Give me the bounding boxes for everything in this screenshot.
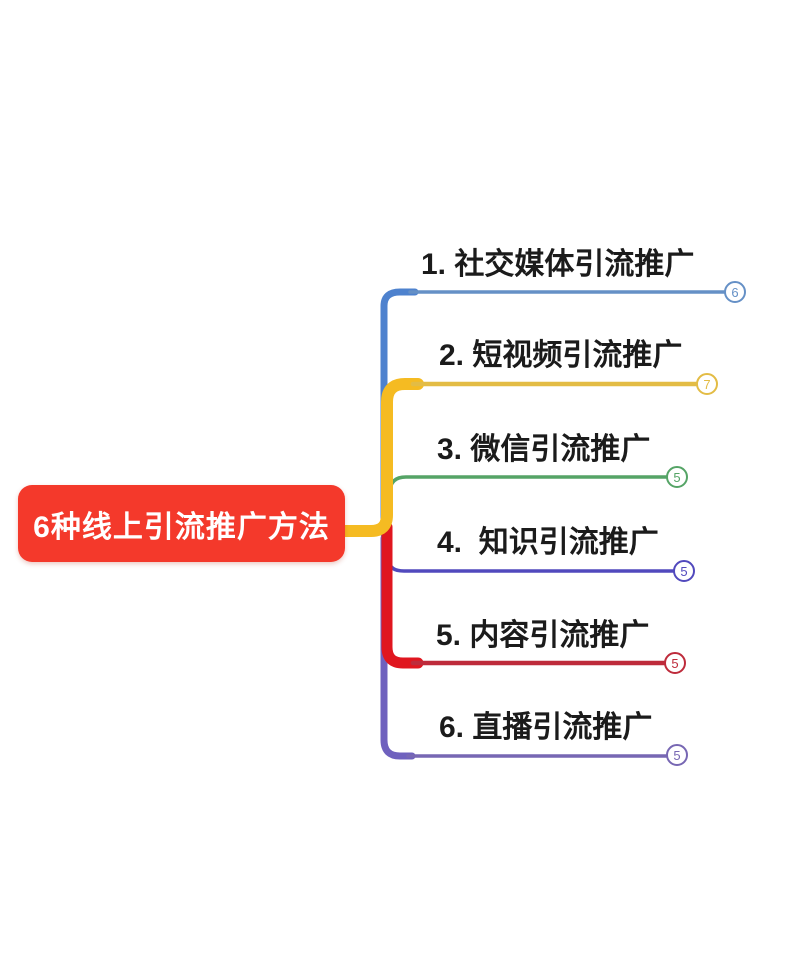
branch-2-trunk-line [334,378,424,537]
branch-6-trunk-line [380,534,416,760]
branch-6-label[interactable]: 6. 直播引流推广 [439,711,653,744]
branch-1-label[interactable]: 1. 社交媒体引流推广 [421,248,695,281]
branch-4-line [387,558,676,573]
branch-4-label[interactable]: 4. 知识引流推广 [437,526,659,559]
branch-4-count-badge[interactable]: 5 [673,560,695,582]
branch-5-trunk-line [381,521,424,669]
central-topic-node[interactable]: 6种线上引流推广方法 [18,485,345,562]
branch-2-label[interactable]: 2. 短视频引流推广 [439,339,683,372]
branch-3-line [388,475,669,494]
branch-5-label[interactable]: 5. 内容引流推广 [436,619,650,652]
branch-5-count-badge[interactable]: 5 [664,652,686,674]
branch-6-count-badge[interactable]: 5 [666,744,688,766]
branch-3-count-badge[interactable]: 5 [666,466,688,488]
branch-1-trunk-line [380,288,419,538]
branch-3-label[interactable]: 3. 微信引流推广 [437,433,651,466]
branch-2-count-badge[interactable]: 7 [696,373,718,395]
branch-1-count-badge[interactable]: 6 [724,281,746,303]
